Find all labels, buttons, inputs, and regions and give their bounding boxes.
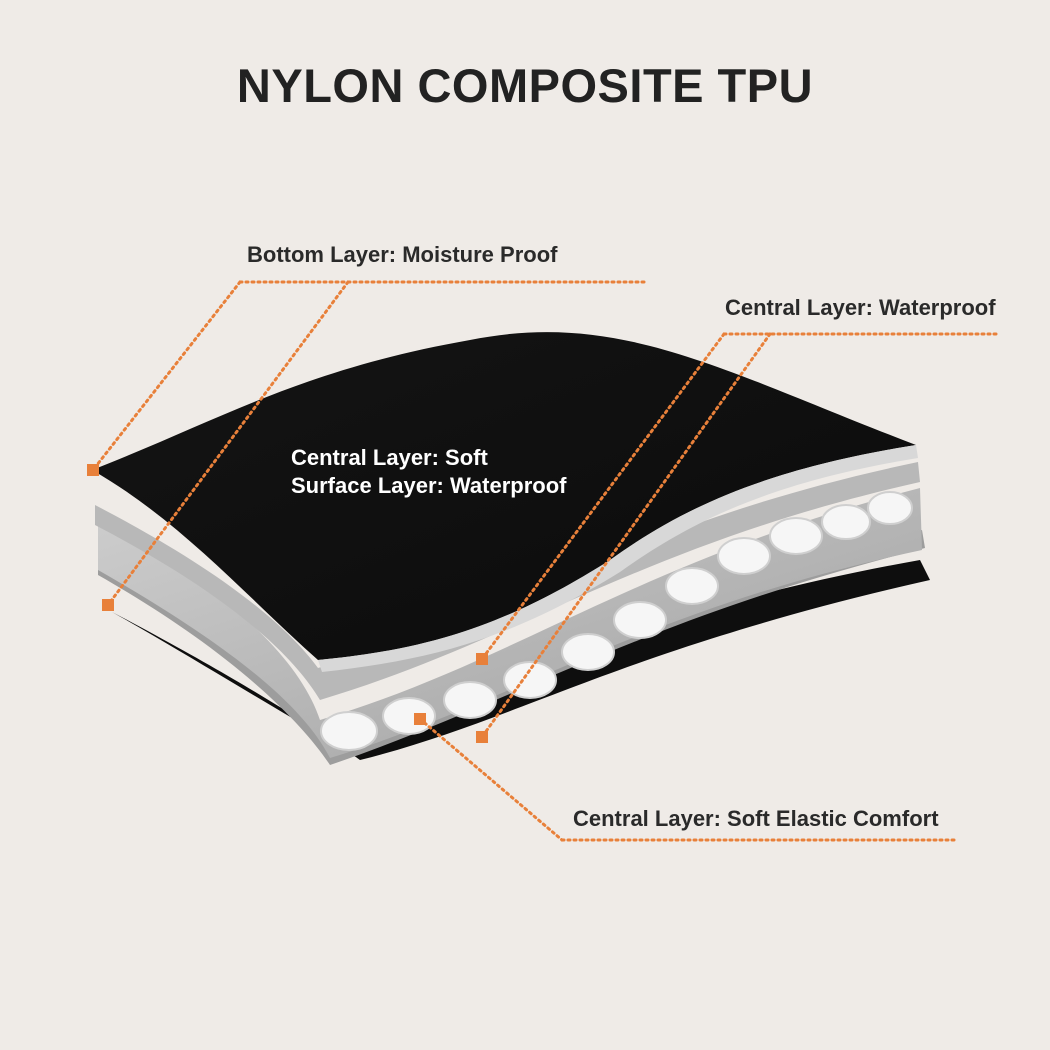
cell bbox=[382, 697, 436, 735]
cell bbox=[717, 537, 771, 575]
upper-gray-sheet bbox=[95, 462, 920, 700]
cell bbox=[665, 567, 719, 605]
marker-lower-mid bbox=[476, 731, 488, 743]
elastic-cells bbox=[320, 491, 913, 751]
leader-central-wp-a bbox=[480, 332, 726, 661]
leader-bottom-b bbox=[106, 280, 350, 607]
leader-bottom-a bbox=[91, 280, 242, 472]
label-central-waterproof: Central Layer: Waterproof bbox=[725, 295, 996, 320]
marker-upper-mid bbox=[476, 653, 488, 665]
marker-cell bbox=[414, 713, 426, 725]
top-sheet-edge bbox=[318, 445, 918, 672]
cell bbox=[320, 711, 378, 751]
cell bbox=[867, 491, 913, 525]
cell bbox=[561, 633, 615, 671]
page-title: NYLON COMPOSITE TPU bbox=[236, 59, 814, 112]
label-central-soft: Central Layer: Soft bbox=[291, 445, 488, 470]
label-bottom-layer: Bottom Layer: Moisture Proof bbox=[247, 242, 558, 267]
label-central-elastic: Central Layer: Soft Elastic Comfort bbox=[573, 806, 939, 831]
cell bbox=[443, 681, 497, 719]
marker-top-left bbox=[87, 464, 99, 476]
marker-bottom-left bbox=[102, 599, 114, 611]
cell-band bbox=[98, 488, 922, 758]
cell bbox=[821, 504, 871, 540]
bottom-black-layer bbox=[112, 560, 930, 760]
leader-central-wp-b bbox=[480, 332, 772, 739]
cell bbox=[769, 517, 823, 555]
cell bbox=[613, 601, 667, 639]
leader-elastic-diag bbox=[418, 717, 564, 842]
cell bbox=[503, 661, 557, 699]
leader-lines bbox=[91, 280, 1000, 842]
markers bbox=[87, 464, 488, 743]
top-black-layer bbox=[92, 332, 916, 660]
label-surface-waterproof: Surface Layer: Waterproof bbox=[291, 473, 567, 498]
